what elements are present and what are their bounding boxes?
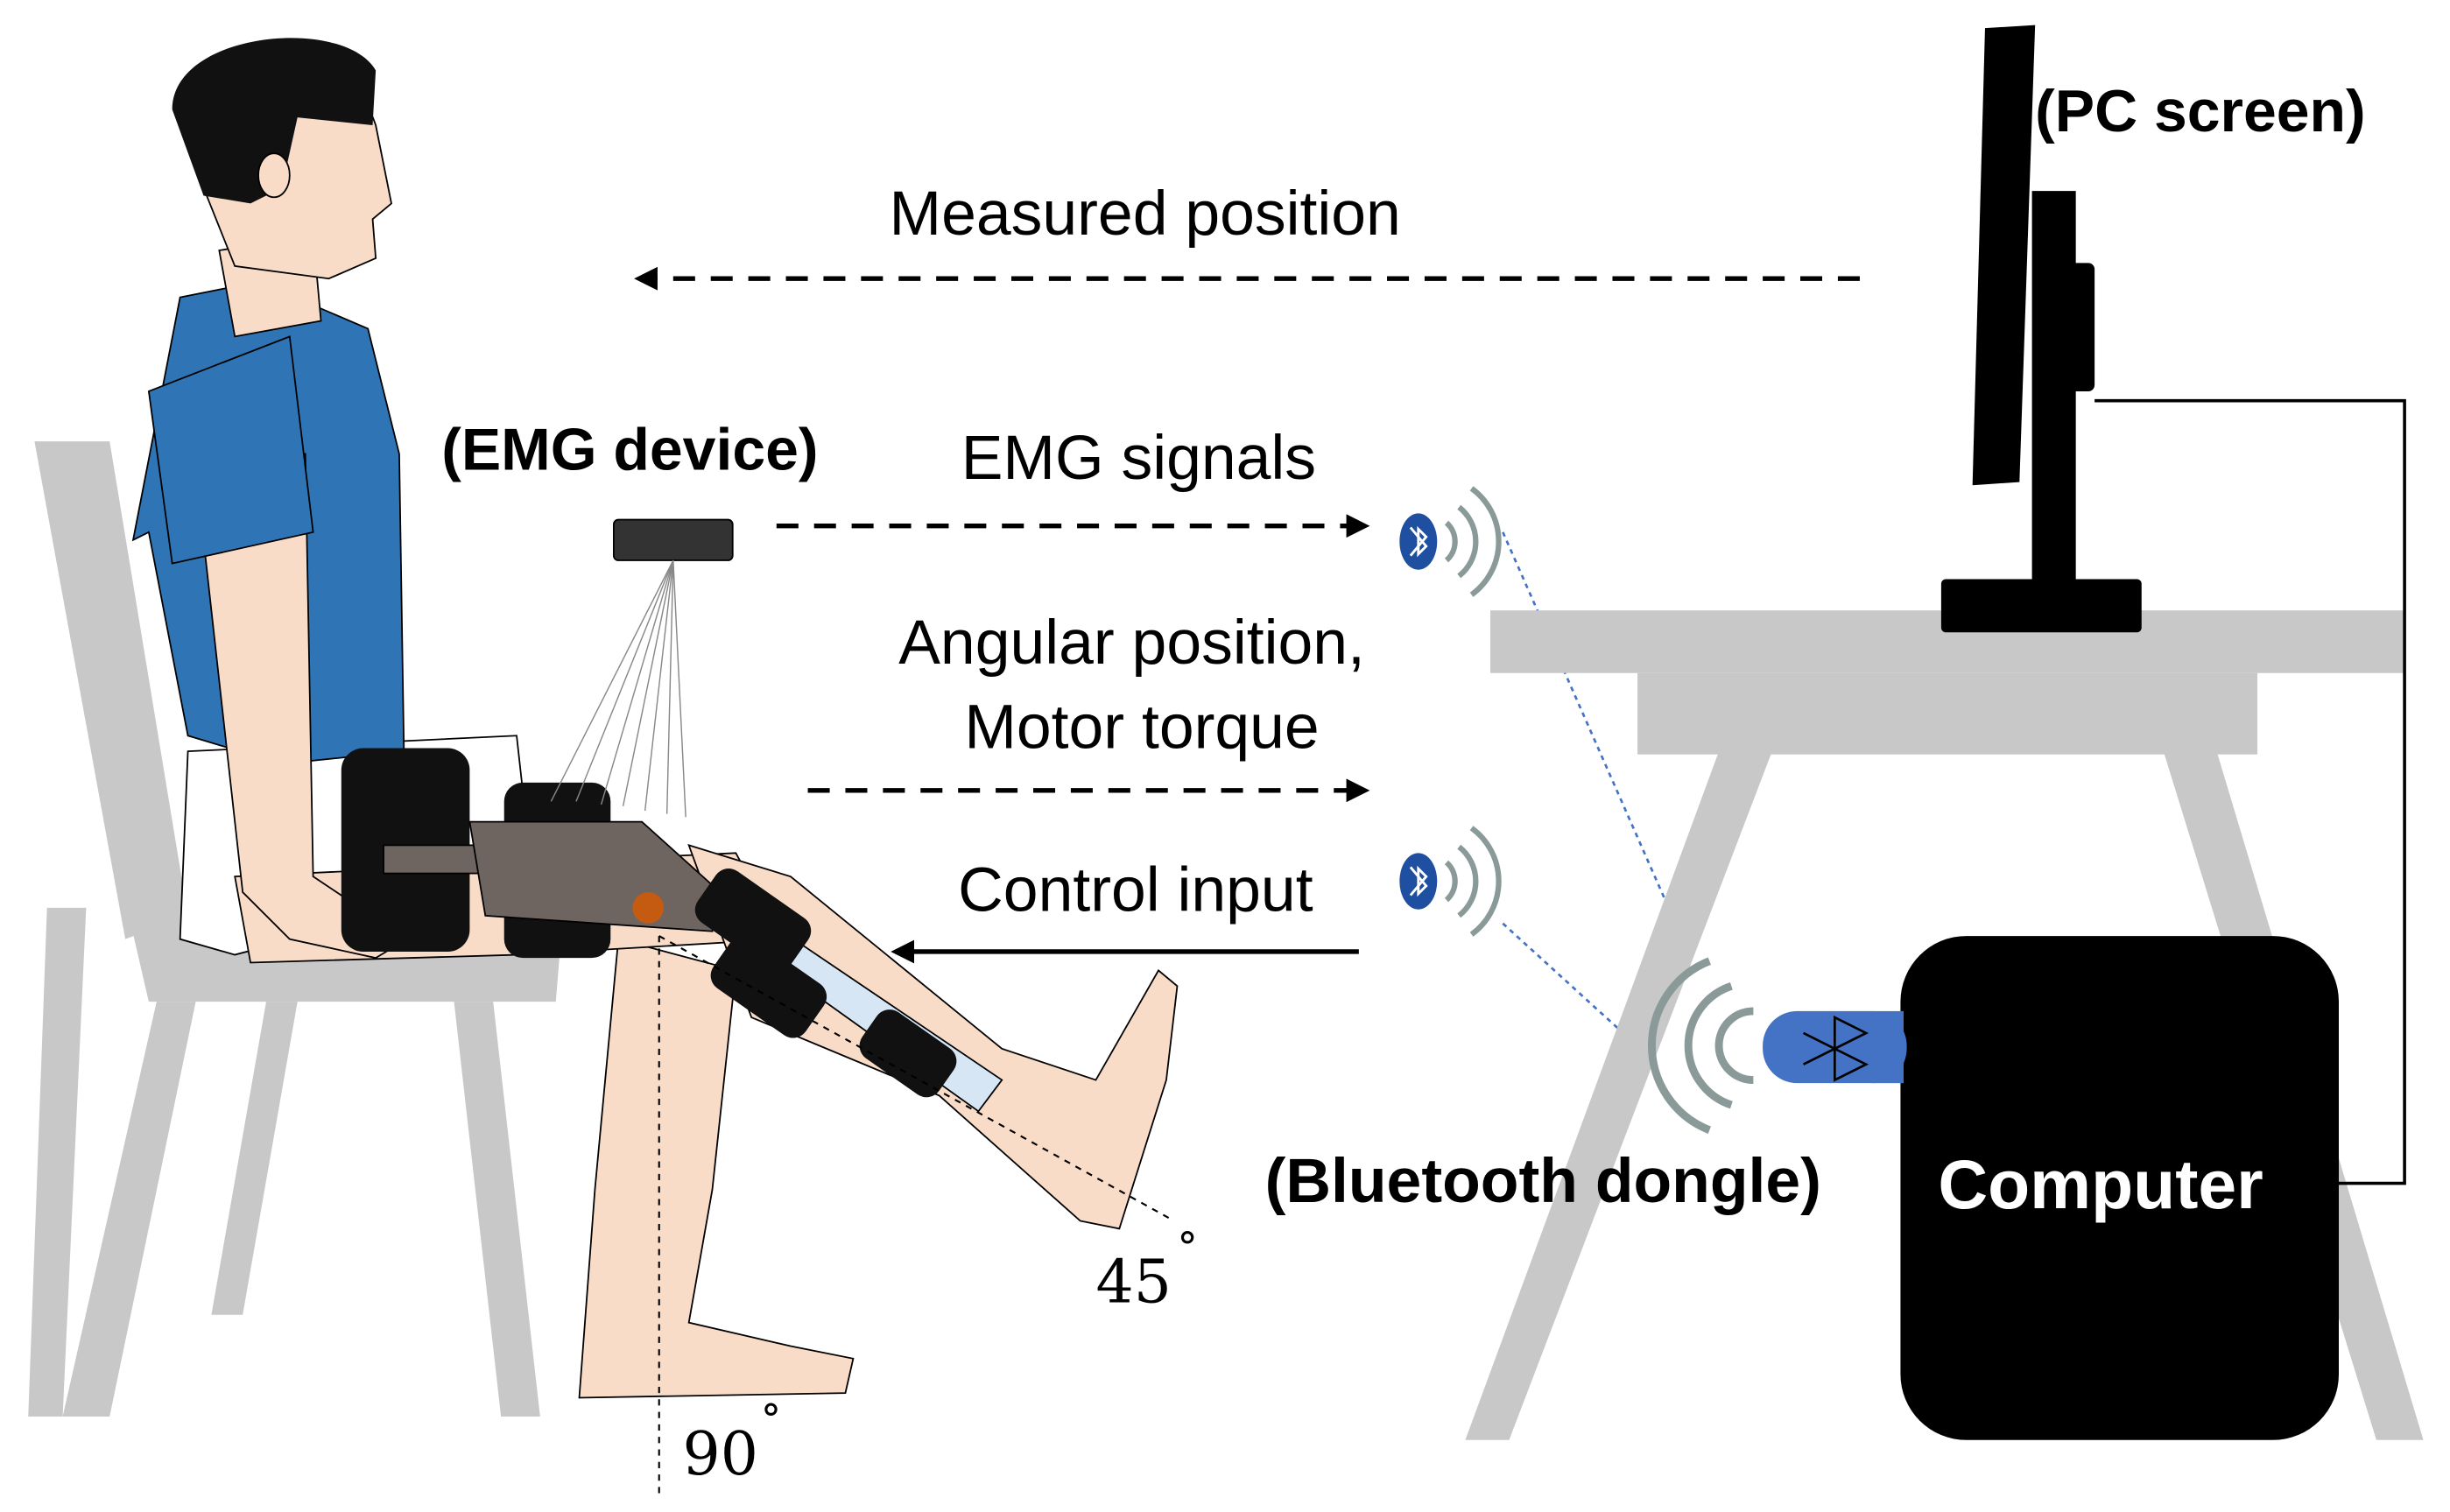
wireless-signal-icon <box>1444 826 1502 937</box>
dotted-link-emg <box>1502 531 1693 959</box>
knee-exoskeleton <box>341 748 1003 1113</box>
actuator-housing <box>468 820 722 932</box>
shin-strap-1 <box>694 869 812 973</box>
pc-screen-label: (PC screen) <box>2035 79 2365 144</box>
emg-device-label: (EMG device) <box>441 417 818 482</box>
shin-strap-3 <box>859 1009 957 1098</box>
bluetooth-exo-signal <box>1399 826 1502 937</box>
angle-90-label: 90 <box>683 1420 758 1489</box>
bluetooth-icon <box>1802 1015 1869 1082</box>
angle-line-45 <box>658 935 1175 1222</box>
measured-position-label: Measured position <box>890 179 1401 249</box>
bluetooth-dongle <box>1648 957 1907 1134</box>
emg-electrode-wires <box>550 559 686 818</box>
emg-signals-label: EMG signals <box>961 423 1316 493</box>
control-input-label: Control input <box>958 854 1313 925</box>
shin-strap-2 <box>710 934 827 1038</box>
knee-joint <box>632 892 665 924</box>
screen-computer-cable <box>2094 398 2406 1185</box>
sleeve <box>147 335 314 565</box>
angle-90-degree: ° <box>761 1396 781 1444</box>
angular-position-label: Angular position, <box>898 608 1365 678</box>
angle-45-label: 45 <box>1096 1248 1172 1317</box>
computer-label: Computer <box>1938 1146 2263 1223</box>
hair <box>172 38 377 204</box>
computer <box>1900 936 2340 1440</box>
bluetooth-dongle-label: (Bluetooth dongle) <box>1265 1146 1821 1216</box>
wireless-signal-icon <box>1648 957 1754 1134</box>
motor-torque-label: Motor torque <box>964 693 1319 763</box>
angle-45-degree: ° <box>1177 1224 1197 1271</box>
ear <box>257 152 291 199</box>
emg-device <box>612 518 734 561</box>
lower-leg-90 <box>578 938 855 1399</box>
dotted-link-exo <box>1502 922 1645 1053</box>
bluetooth-emg-signal <box>1399 486 1502 597</box>
pc-screen <box>1940 25 2142 633</box>
wireless-signal-icon <box>1444 486 1502 597</box>
